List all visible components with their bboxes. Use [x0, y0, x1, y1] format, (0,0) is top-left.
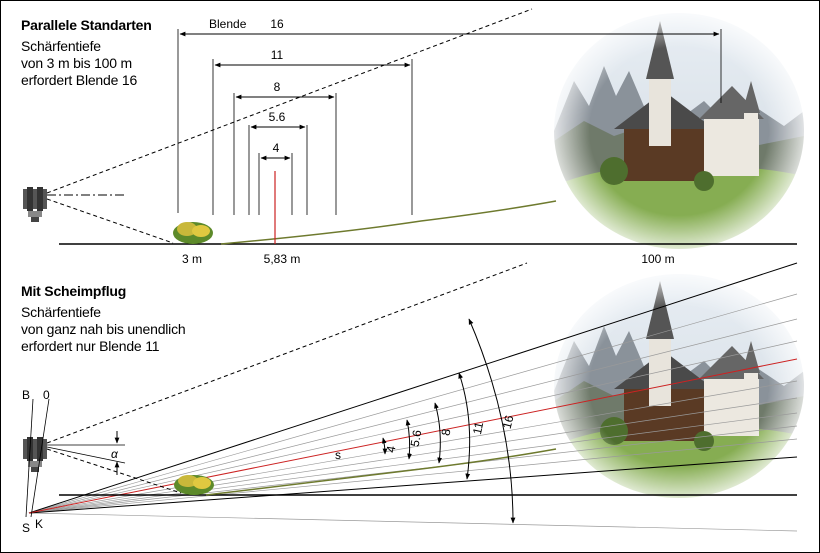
aperture-label-4-bottom: 4 — [384, 444, 399, 453]
top-title: Parallele Standarten — [21, 17, 152, 33]
aperture-label-8-bottom: 8 — [439, 427, 454, 436]
bottom-caption: Mit Scheimpflug Schärfentiefe von ganz n… — [21, 283, 186, 355]
image-plane-b — [25, 398, 34, 518]
aperture-label-11-bottom: 11 — [470, 420, 486, 435]
aperture-label-16-top: 16 — [270, 17, 284, 31]
bottom-title: Mit Scheimpflug — [21, 283, 127, 299]
label-s: S — [22, 521, 30, 535]
aperture-label-5-6-bottom: 5.6 — [408, 429, 425, 448]
view-lower-top — [46, 198, 174, 244]
aperture-label-11-top: 11 — [271, 48, 284, 62]
bottom-caption-line2: von ganz nah bis unendlich — [21, 321, 186, 337]
camera-icon — [23, 437, 47, 472]
distance-label-5-83m: 5,83 m — [264, 252, 301, 266]
bottom-caption-line1: Schärfentiefe — [21, 304, 101, 320]
lens-plane-0 — [30, 398, 50, 518]
hill-line-top — [220, 200, 557, 245]
distance-label-100m: 100 m — [641, 252, 674, 266]
limit-lines-top — [177, 29, 722, 215]
focus-plane-line — [28, 358, 798, 514]
label-k: K — [35, 517, 43, 531]
label-b: B — [22, 388, 30, 402]
aperture-label-4-top: 4 — [273, 141, 280, 155]
focus-fan-lines — [28, 293, 798, 532]
label-0: 0 — [43, 388, 50, 402]
bottom-caption-line3: erfordert nur Blende 11 — [21, 338, 160, 354]
alpha-label: α — [111, 447, 119, 461]
aperture-label-16-bottom: 16 — [500, 414, 517, 431]
camera-icon — [23, 187, 47, 222]
outer-limit-lower — [28, 456, 798, 514]
hill-line-bottom — [205, 448, 557, 496]
top-caption-line2: von 3 m bis 100 m — [21, 55, 132, 71]
aperture-arrows-bottom — [381, 318, 516, 524]
bush-icon — [173, 222, 213, 244]
aperture-label-8-top: 8 — [274, 80, 281, 94]
bush-icon — [174, 475, 214, 495]
aperture-label-5-6-top: 5.6 — [269, 110, 286, 124]
view-lower-bottom — [46, 448, 182, 494]
blende-label: Blende — [209, 17, 247, 31]
church-photo — [554, 271, 804, 511]
top-caption-line3: erfordert Blende 16 — [21, 72, 138, 88]
aperture-arrows-top — [179, 31, 720, 161]
top-caption: Parallele Standarten Schärfentiefe von 3… — [21, 17, 152, 89]
top-caption-line1: Schärfentiefe — [21, 38, 101, 54]
distance-label-3m: 3 m — [182, 252, 202, 266]
label-s-focus: s — [335, 448, 341, 462]
outer-limit-upper — [28, 262, 798, 514]
church-photo — [554, 11, 804, 251]
view-upper-top — [46, 8, 533, 194]
view-upper-bottom — [46, 262, 528, 444]
alpha-tilt-line — [46, 446, 126, 464]
